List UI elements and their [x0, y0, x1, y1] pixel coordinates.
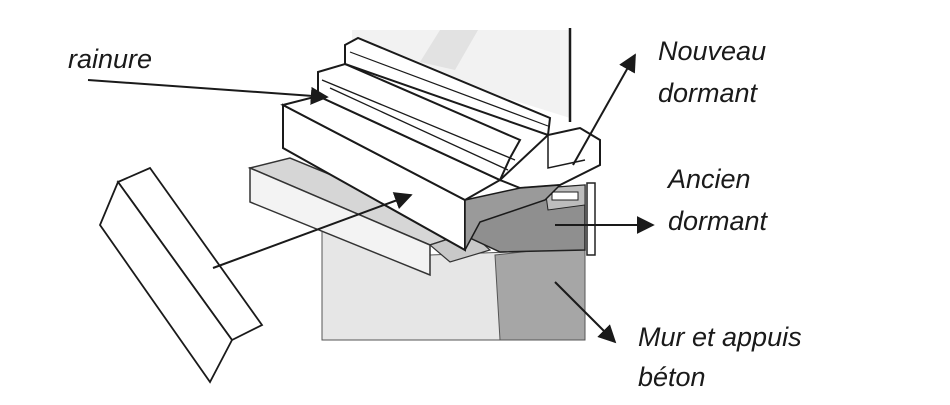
label-nouveau-dormant: Nouveau dormant	[658, 34, 766, 110]
label-mur-appuis-line2: béton	[638, 362, 706, 392]
glass-reflection	[420, 30, 478, 70]
new-frame-underside	[464, 184, 562, 251]
new-frame-groove-lines-2	[329, 87, 509, 171]
arrow-mur-appuis	[554, 281, 617, 344]
label-nouveau-dormant-line2: dormant	[658, 78, 758, 108]
old-frame-plate	[586, 182, 596, 256]
new-frame-bead	[344, 36, 552, 137]
arrow-nouveau-dormant	[572, 53, 636, 166]
label-mur-appuis: Mur et appuis béton	[638, 320, 802, 394]
glass-pane	[352, 30, 570, 118]
concrete-wall-dark-face	[494, 244, 586, 341]
label-mur-appuis-line1: Mur et appuis	[638, 322, 802, 352]
new-frame-end-detail	[547, 135, 586, 169]
old-frame-slot	[551, 191, 579, 201]
new-frame-bead-line	[349, 51, 549, 127]
arrow-profile-piece	[212, 192, 413, 269]
label-nouveau-dormant-line1: Nouveau	[658, 36, 767, 66]
arrow-rainure	[87, 79, 329, 105]
new-frame-groove-lines	[321, 79, 516, 161]
profile-piece-side	[98, 180, 234, 384]
label-ancien-dormant-line2: dormant	[668, 206, 768, 236]
label-ancien-dormant: Ancien dormant	[668, 162, 767, 238]
label-ancien-dormant-line1: Ancien	[668, 164, 751, 194]
label-rainure: rainure	[68, 44, 153, 74]
